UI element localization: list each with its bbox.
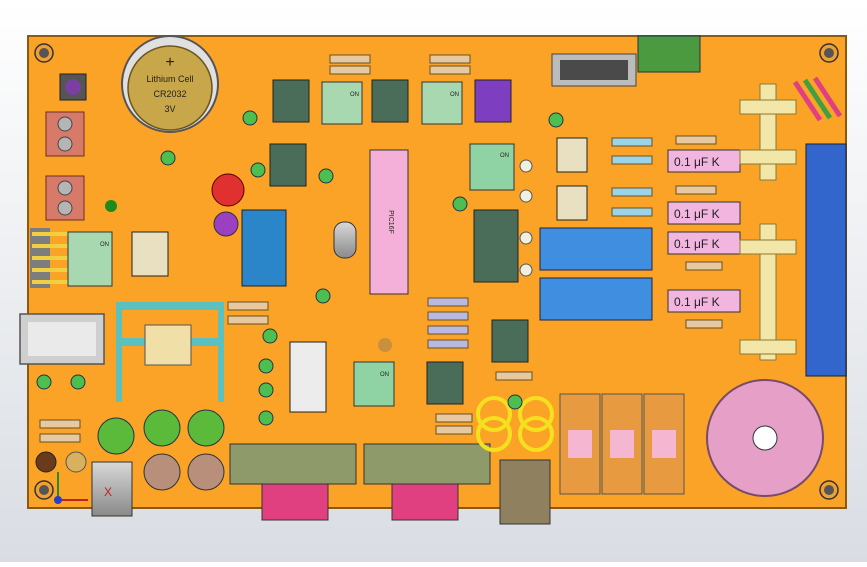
film-capacitor-1: 0.1 μF K [667, 149, 741, 173]
push-button [59, 73, 87, 101]
axis-x-label: X [104, 485, 112, 499]
mcu-chip: PIC16F [369, 149, 409, 295]
db9-connectors [229, 443, 491, 521]
toroid-coils [476, 396, 554, 452]
ribbon-wires [792, 76, 843, 122]
cylinder-component [91, 461, 133, 517]
buzzer [706, 379, 824, 497]
coin-cell-battery: + Lithium Cell CR2032 3V [121, 35, 219, 133]
leds [35, 200, 392, 473]
pin-header-left [30, 228, 72, 288]
battery-line2: CR2032 [153, 89, 186, 99]
resistors [39, 54, 723, 443]
svg-text:ON: ON [100, 242, 109, 248]
film-capacitor-2: 0.1 μF K [667, 201, 741, 225]
screw-terminal-left [45, 111, 85, 221]
svg-text:ON: ON [500, 153, 509, 159]
small-caps [36, 110, 564, 426]
dip-switch-4: ON [67, 231, 113, 287]
coordinate-axes-icon: X [54, 472, 112, 504]
film-capacitors: 0.1 μF K 0.1 μF K 0.1 μF K 0.1 μF K [667, 149, 741, 313]
power-jack [499, 459, 551, 525]
battery-line3: 3V [164, 104, 175, 114]
inductor-frame [116, 302, 224, 402]
svg-text:0.1 μF K: 0.1 μF K [674, 237, 720, 251]
svg-text:ON: ON [450, 92, 459, 98]
mounting-hole-icon [34, 43, 839, 500]
svg-text:0.1 μF K: 0.1 μF K [674, 207, 720, 221]
relay-blocks [539, 227, 653, 321]
mcu-label: PIC16F [387, 210, 394, 234]
terminal-block-right [805, 143, 847, 377]
dip-switch-group: ON ON ON ON ON [67, 81, 515, 407]
dip-switch-1: ON [321, 81, 363, 125]
electrolytic-capacitors [97, 173, 245, 491]
box-header-top [551, 53, 637, 87]
dip-switch-3: ON [469, 143, 515, 191]
svg-text:0.1 μF K: 0.1 μF K [674, 155, 720, 169]
film-capacitor-4: 0.1 μF K [667, 289, 741, 313]
dip-switch-5: ON [353, 361, 395, 407]
ic-chips [131, 79, 588, 413]
battery-plus: + [165, 54, 174, 71]
dip-switch-2: ON [421, 81, 463, 125]
film-capacitor-3: 0.1 μF K [667, 231, 741, 255]
power-inductors [559, 393, 685, 495]
usb-connector [19, 313, 105, 365]
green-terminal-top [637, 35, 701, 73]
battery-line1: Lithium Cell [146, 74, 193, 84]
svg-text:0.1 μF K: 0.1 μF K [674, 295, 720, 309]
svg-text:ON: ON [380, 372, 389, 378]
heatsinks [739, 83, 797, 361]
led-column [519, 159, 533, 277]
crystal-oscillator [333, 221, 357, 259]
svg-text:ON: ON [350, 92, 359, 98]
